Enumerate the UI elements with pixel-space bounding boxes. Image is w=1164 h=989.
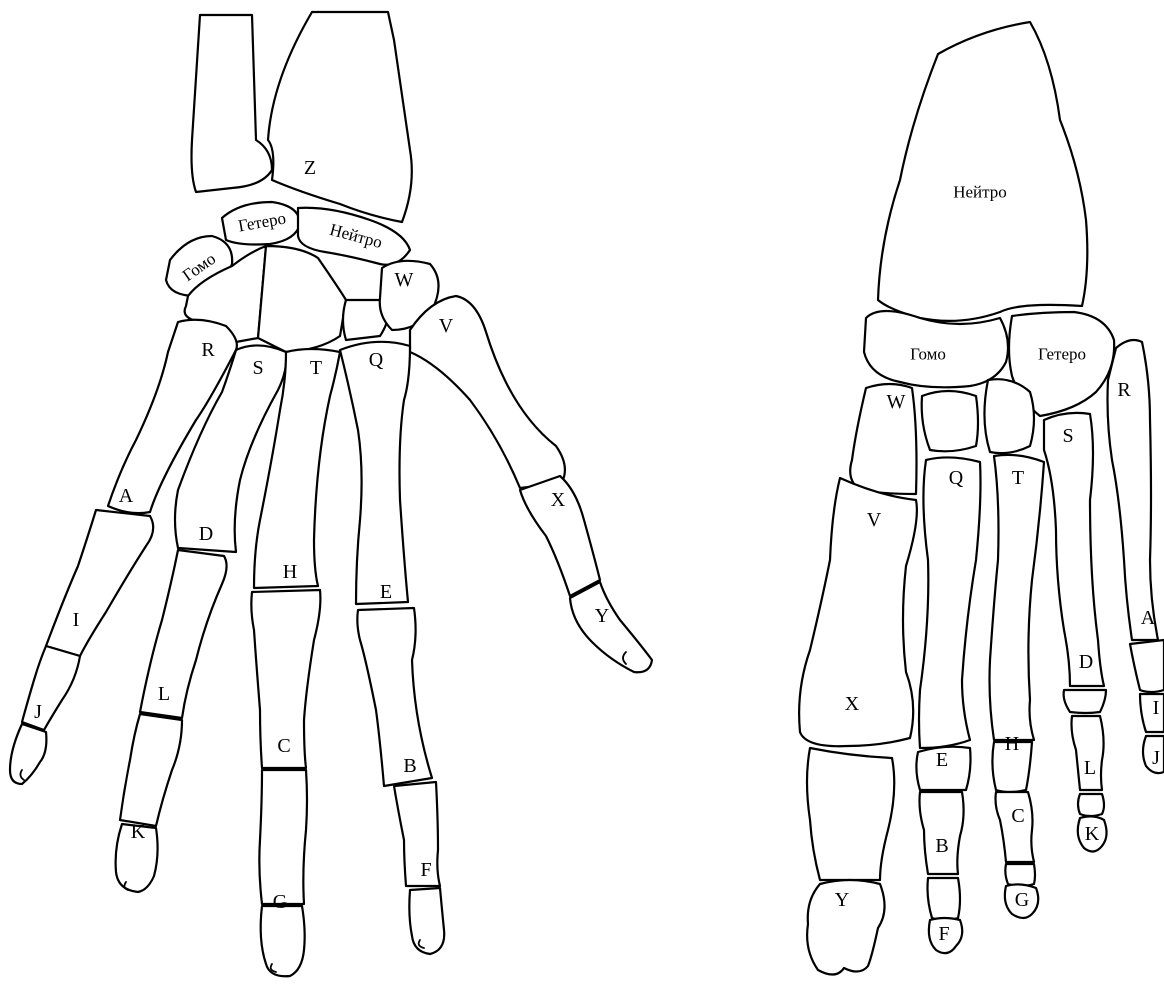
hand-label-V: V: [439, 315, 454, 337]
foot-cuneiform-mid-bone: [922, 391, 978, 451]
foot-label-L: L: [1084, 757, 1096, 779]
foot-label-hetero: Гетеро: [1038, 345, 1086, 364]
foot-label-E: E: [936, 749, 948, 771]
hand-F-bone: [409, 888, 444, 954]
foot-label-neutro: Нейтро: [953, 183, 1007, 202]
hand-label-T: T: [310, 357, 322, 379]
foot-label-I: I: [1153, 697, 1160, 719]
foot-K-mid-bone: [1078, 794, 1104, 816]
hand-L-bone: [120, 714, 182, 826]
hand-V-bone: [410, 296, 565, 488]
hand-label-G: G: [273, 891, 287, 913]
hand-label-E: E: [380, 581, 392, 603]
foot-B-bone: [920, 792, 964, 874]
hand-label-R: R: [201, 339, 215, 361]
hand-label-F: F: [420, 859, 431, 881]
hand-label-W: W: [395, 269, 414, 291]
hand-I-bone: [22, 646, 80, 730]
foot-A-bone: [1130, 640, 1164, 692]
foot-D-bone: [1064, 690, 1106, 713]
foot-G-mid-bone: [1005, 864, 1035, 886]
foot-label-S: S: [1062, 425, 1073, 447]
foot-label-W: W: [887, 391, 906, 413]
hand-label-C: C: [277, 735, 290, 757]
hand-label-B: B: [403, 755, 416, 777]
hand-label-J: J: [34, 701, 42, 723]
hand-skeleton: Z Гомо Гетеро Нейтро W R S T Q V A D H E…: [10, 12, 652, 976]
hand-label-L: L: [158, 683, 170, 705]
hand-C-bone: [259, 770, 307, 904]
hand-label-H: H: [283, 561, 297, 583]
foot-Q-bone: [919, 457, 981, 748]
foot-label-V: V: [867, 509, 882, 531]
hand-Q-bone: [340, 342, 410, 604]
hand-label-Y: Y: [595, 605, 609, 627]
foot-label-homo: Гомо: [910, 345, 946, 364]
foot-label-D: D: [1079, 651, 1093, 673]
hand-carpal-capitate-bone: [258, 246, 346, 352]
foot-C-bone: [996, 792, 1035, 862]
foot-label-X: X: [845, 693, 860, 715]
foot-label-H: H: [1005, 733, 1019, 755]
foot-neutro-bone: [878, 22, 1087, 321]
hand-G-bone: [261, 906, 305, 976]
foot-label-Y: Y: [835, 889, 849, 911]
hand-B-bone: [394, 782, 440, 886]
hand-label-Q: Q: [369, 349, 384, 371]
foot-R-bone: [1108, 340, 1159, 640]
hand-label-A: A: [119, 485, 134, 507]
foot-label-C: C: [1011, 805, 1024, 827]
hand-label-X: X: [551, 489, 566, 511]
foot-W-bone: [850, 384, 916, 494]
foot-label-Q: Q: [949, 467, 964, 489]
hand-label-S: S: [252, 357, 263, 379]
hand-A-bone: [46, 510, 153, 656]
hand-label-Z: Z: [304, 157, 316, 179]
hand-E-bone: [357, 608, 432, 786]
foot-label-A: A: [1141, 607, 1156, 629]
foot-cuneiform-lat-bone: [984, 379, 1034, 453]
hand-J-bone: [10, 724, 46, 784]
foot-label-K: K: [1085, 823, 1100, 845]
hand-D-bone: [140, 550, 227, 718]
foot-S-bone: [1044, 413, 1104, 686]
hand-label-D: D: [199, 523, 213, 545]
hand-label-I: I: [73, 609, 80, 631]
foot-label-T: T: [1012, 467, 1024, 489]
foot-F-bone: [928, 878, 961, 920]
foot-T-bone: [990, 455, 1045, 740]
foot-label-R: R: [1117, 379, 1131, 401]
hand-radius-bone: [268, 12, 412, 222]
foot-label-J: J: [1152, 747, 1160, 769]
hand-Y-bone: [570, 582, 652, 672]
foot-label-F: F: [938, 923, 949, 945]
foot-label-G: G: [1015, 889, 1029, 911]
hand-ulna-bone: [192, 15, 273, 192]
hand-label-K: K: [131, 821, 146, 843]
foot-label-B: B: [935, 835, 948, 857]
foot-skeleton: Нейтро Гомо Гетеро R W S Q T V A D X E H…: [799, 22, 1164, 975]
foot-X-bone: [807, 748, 894, 880]
